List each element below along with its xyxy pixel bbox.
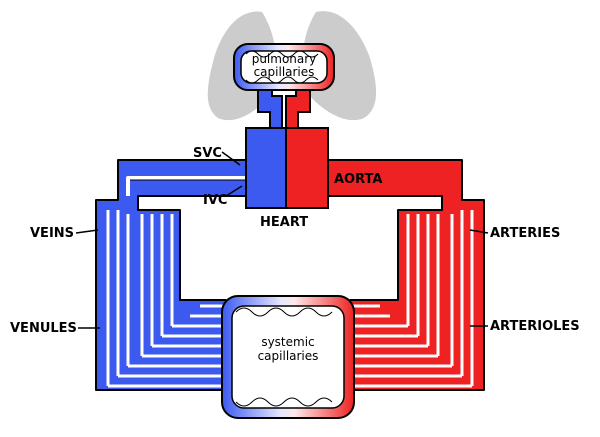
svc-pointer	[221, 151, 241, 166]
right-lung	[302, 11, 377, 121]
venules-label: VENULES	[10, 321, 77, 336]
heart	[245, 127, 329, 209]
arteries-pointer	[469, 229, 489, 234]
heart-right-side	[245, 127, 287, 209]
systemic-label-line1: systemic	[261, 335, 314, 349]
ivc-pointer	[225, 185, 243, 197]
arterial-system	[319, 159, 485, 391]
aorta-label: AORTA	[334, 172, 382, 187]
pulmonary-label-line2: capillaries	[254, 65, 315, 79]
svc-label: SVC	[193, 146, 222, 161]
veins-pointer	[75, 229, 99, 234]
pulmonary-capillaries: pulmonary capillaries	[233, 43, 335, 91]
heart-left-side	[285, 127, 329, 209]
systemic-capillaries: systemic capillaries	[221, 295, 355, 419]
heart-label: HEART	[260, 215, 308, 230]
venous-system	[95, 159, 251, 391]
arteries-label: ARTERIES	[490, 226, 560, 241]
systemic-label-line2: capillaries	[258, 349, 319, 363]
pulmonary-label-line1: pulmonary	[252, 52, 317, 66]
arterioles-label: ARTERIOLES	[490, 319, 580, 334]
veins-label: VEINS	[30, 226, 74, 241]
ivc-label: IVC	[203, 193, 227, 208]
